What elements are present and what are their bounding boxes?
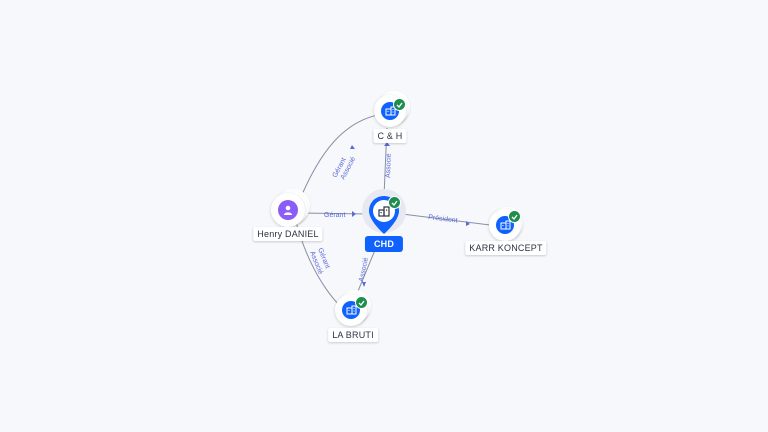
verified-check-icon — [355, 296, 368, 309]
verified-check-icon — [508, 210, 521, 223]
node-label-chd: CHD — [364, 236, 404, 252]
edge-henry-ch — [297, 113, 384, 205]
edge-label-henry-chd: Gérant — [324, 212, 345, 219]
building-icon — [385, 106, 395, 116]
verified-check-icon — [393, 98, 406, 111]
edge-arrow-chd-ch — [384, 142, 390, 146]
edge-arrow-chd-karr — [466, 221, 470, 226]
person-icon — [284, 205, 292, 215]
verified-check-icon — [388, 196, 401, 209]
node-label-la-bruti: LA BRUTI — [328, 328, 378, 342]
edge-arrow-chd-labruti — [362, 282, 366, 287]
edge-label-chd-labruti: Associé — [358, 257, 370, 283]
building-icon — [378, 206, 390, 217]
edge-chd-karr — [401, 213, 491, 226]
building-icon — [346, 305, 356, 315]
node-label-karr-koncept: KARR KONCEPT — [465, 241, 547, 255]
edge-arrow-henry-ch — [350, 145, 355, 149]
edge-label-chd-ch: Associé — [385, 153, 393, 178]
building-icon — [500, 220, 510, 230]
edge-arrow-henry-chd — [352, 211, 356, 217]
edge-chd-labruti — [355, 249, 376, 297]
node-label-ch: C & H — [373, 129, 407, 143]
edge-label-chd-karr: Président — [428, 214, 458, 225]
node-label-henry-daniel: Henry DANIEL — [253, 227, 323, 241]
edge-henry-chd — [299, 212, 369, 215]
